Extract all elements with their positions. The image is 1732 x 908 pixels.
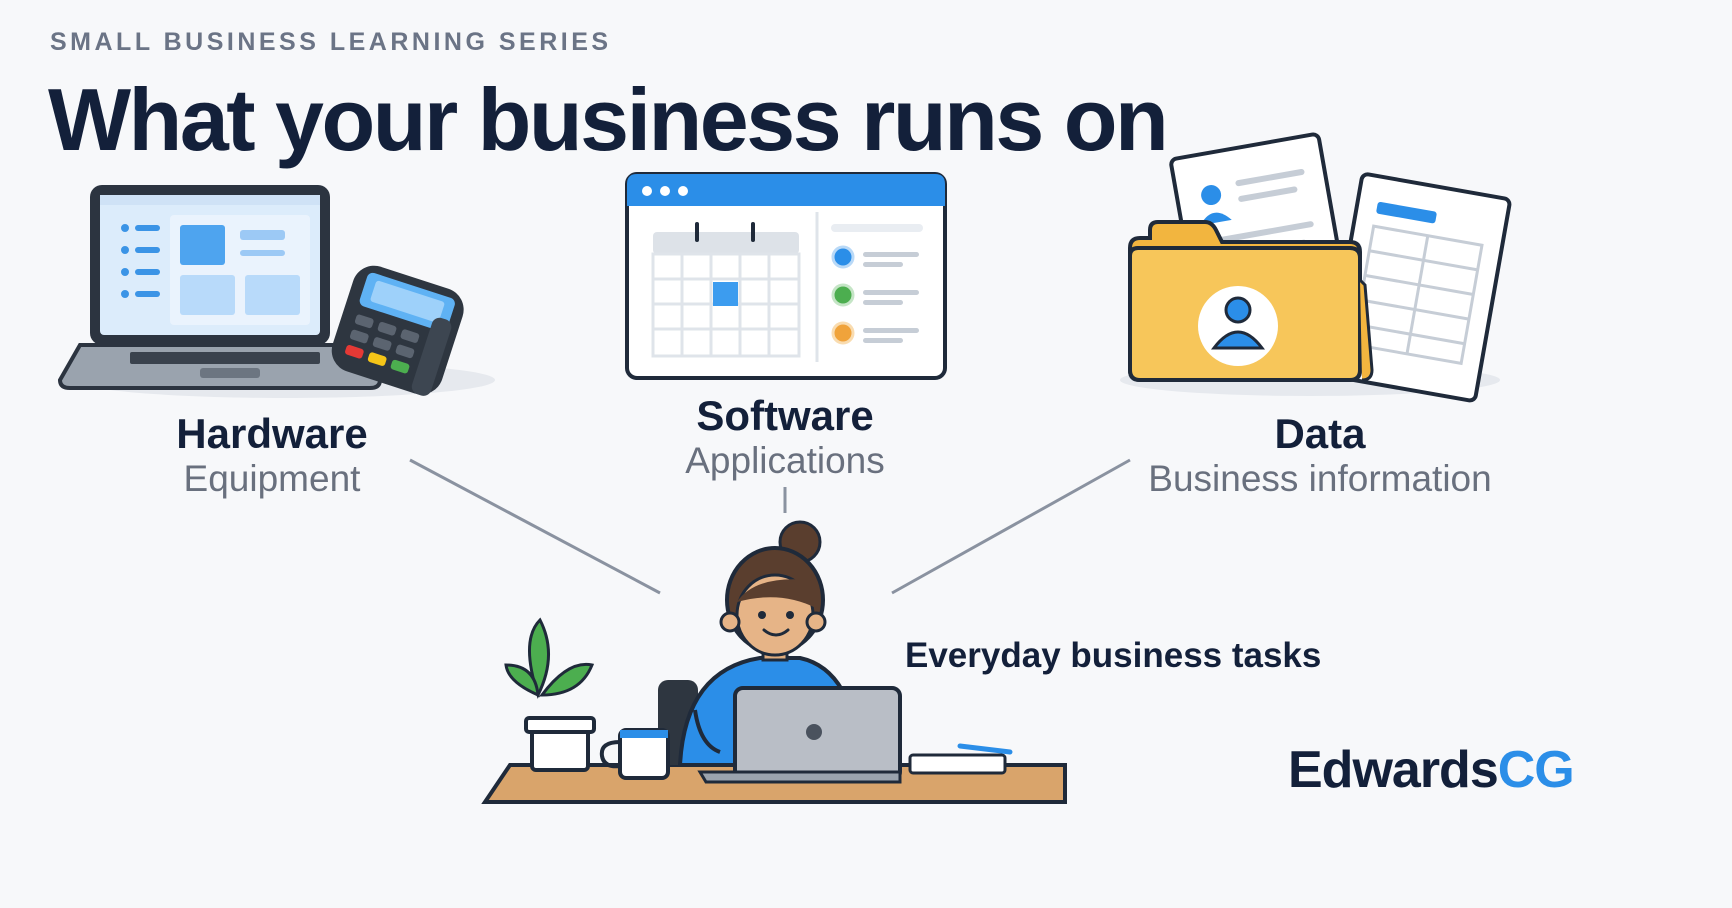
center-label: Everyday business tasks (905, 636, 1322, 675)
connector-hardware (409, 458, 661, 595)
category-subtitle: Applications (685, 440, 885, 481)
laptop-terminal-icon (57, 185, 495, 398)
calendar-app-icon (625, 172, 947, 380)
category-subtitle: Business information (1148, 458, 1492, 499)
connector-data (891, 458, 1131, 595)
category-subtitle: Equipment (183, 458, 361, 499)
category-hardware: Hardware Equipment (122, 410, 422, 500)
category-title: Hardware (176, 410, 368, 457)
brand-logo: EdwardsCG (1288, 741, 1575, 799)
page-title: What your business runs on (48, 70, 1169, 169)
person-working-icon (481, 520, 1067, 804)
category-title: Software (696, 392, 874, 439)
folder-documents-icon (1120, 132, 1512, 403)
category-data: Data Business information (1130, 410, 1510, 500)
category-software: Software Applications (635, 392, 935, 482)
category-title: Data (1274, 410, 1366, 457)
eyebrow-label: SMALL BUSINESS LEARNING SERIES (50, 28, 612, 56)
